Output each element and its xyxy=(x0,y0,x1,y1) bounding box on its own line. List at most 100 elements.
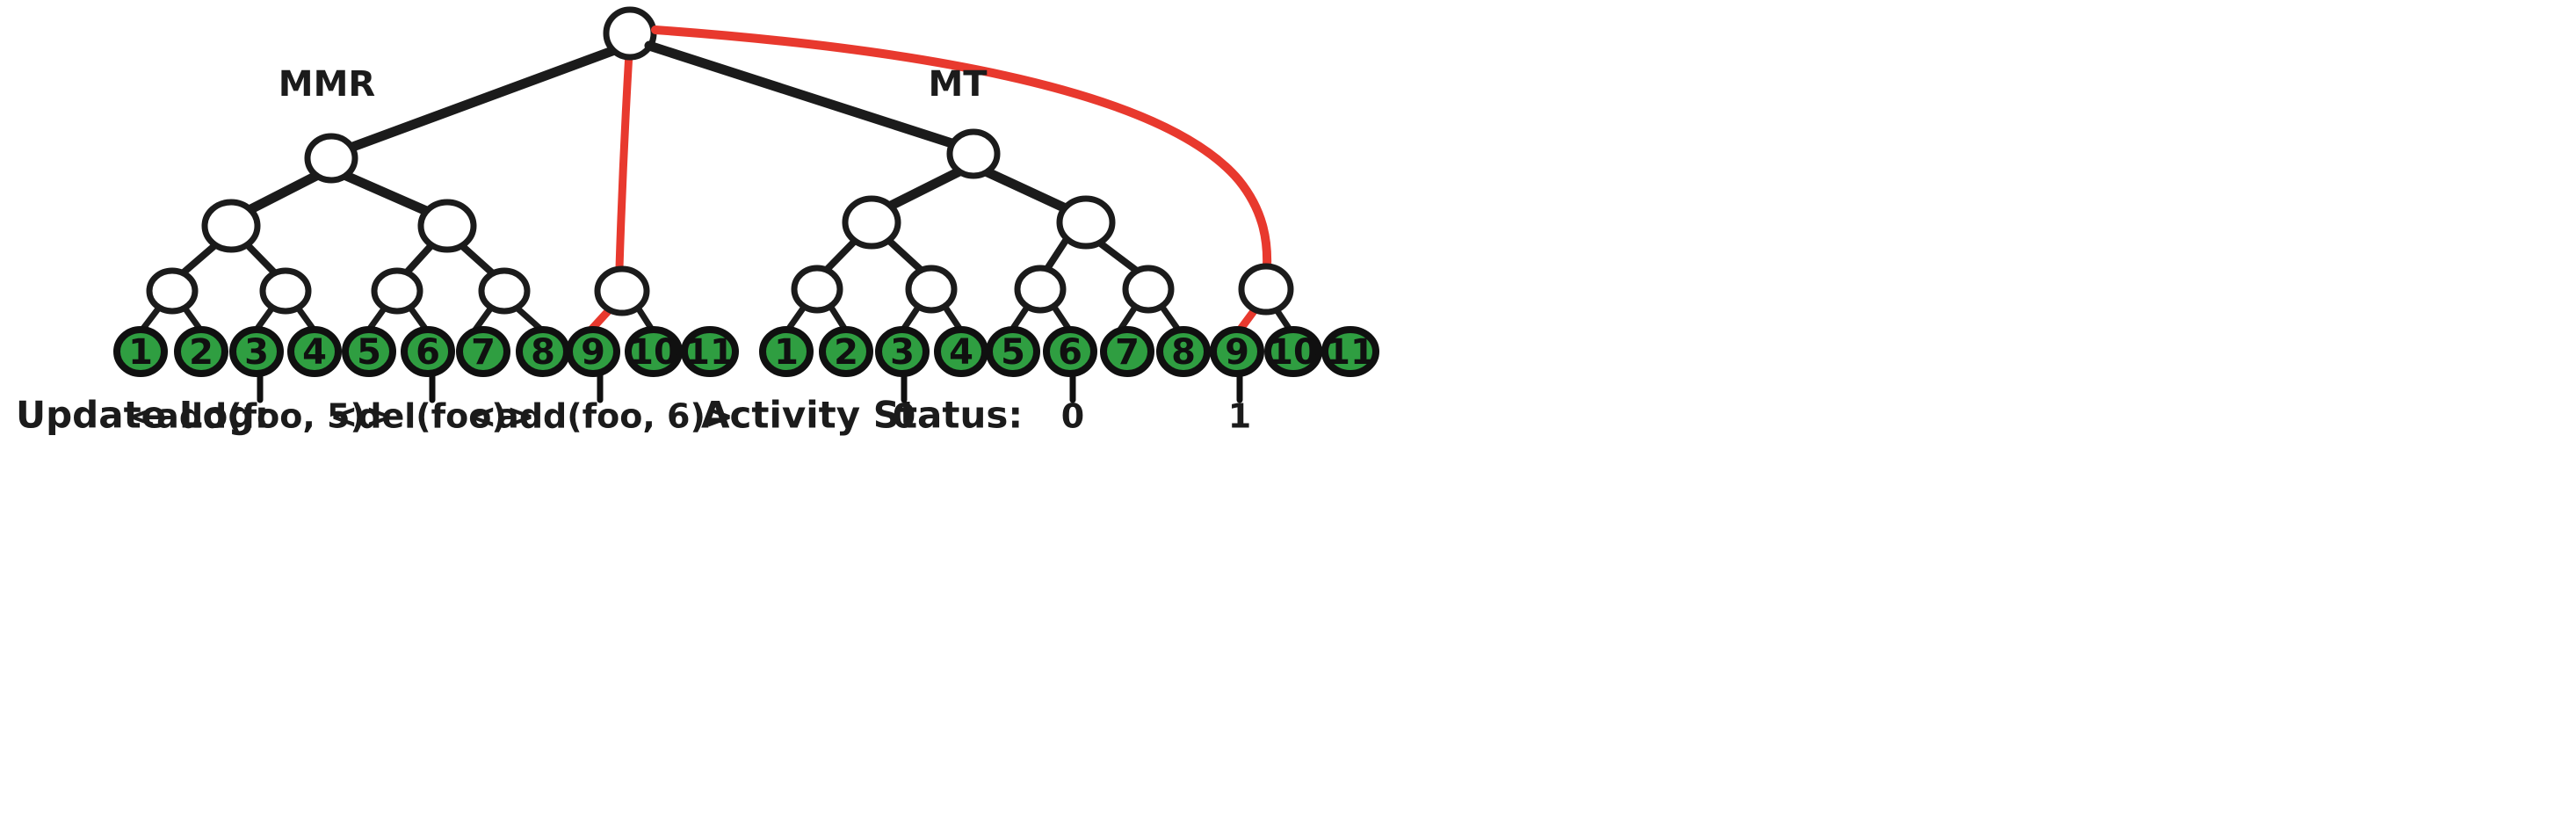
leaf-left-4[interactable]: 4 xyxy=(287,326,342,377)
leaf-left-9-label: 9 xyxy=(581,332,605,373)
leaf-left-6-label: 6 xyxy=(416,332,440,373)
leaf-right-4-label: 4 xyxy=(949,332,973,373)
activity-status-group: Activity Status: 0 0 1 xyxy=(701,371,1251,437)
tree-label-mmr: MMR xyxy=(279,64,375,105)
update-log-entry-0: <add(foo, 5)> xyxy=(128,397,393,436)
left-tree-leaves: 1 2 3 4 5 6 7 xyxy=(113,326,739,377)
edge-rr2-to-leaf4 xyxy=(941,302,964,333)
edge-rr1-to-leaf1 xyxy=(785,302,808,333)
leaf-left-1[interactable]: 1 xyxy=(113,326,168,377)
edge-ll5-to-leaf10 xyxy=(634,304,655,333)
leaf-right-6-label: 6 xyxy=(1058,332,1082,373)
node-left-ll5 xyxy=(594,265,650,316)
activity-status-value-1: 0 xyxy=(1061,397,1084,436)
edge-rr1-to-leaf2 xyxy=(827,302,849,333)
leaf-left-3-label: 3 xyxy=(244,332,269,373)
left-tree-edges xyxy=(139,43,655,333)
leaf-left-8[interactable]: 8 xyxy=(516,326,570,377)
leaf-right-11-label: 11 xyxy=(1326,332,1375,373)
edge-ll4-to-leaf7 xyxy=(472,304,495,333)
edge-root-to-right-internal xyxy=(644,40,976,155)
activity-status-caption: Activity Status: xyxy=(701,394,1023,437)
leaf-left-10-label: 10 xyxy=(629,332,678,373)
leaf-left-5-label: 5 xyxy=(357,332,381,373)
leaf-right-6[interactable]: 6 xyxy=(1043,326,1097,377)
node-right-rr3 xyxy=(1014,265,1067,314)
node-right-r1 xyxy=(842,195,901,250)
left-tree-nodes xyxy=(146,133,650,316)
node-left-l2 xyxy=(417,199,477,253)
edge-red-root-to-rr5 xyxy=(651,25,1272,272)
edge-red-root-to-ll5 xyxy=(615,48,633,272)
leaf-right-1[interactable]: 1 xyxy=(759,326,814,377)
leaf-right-8[interactable]: 8 xyxy=(1156,326,1211,377)
root-node[interactable] xyxy=(603,6,657,61)
leaf-right-9-label: 9 xyxy=(1225,332,1249,373)
leaf-right-7[interactable]: 7 xyxy=(1100,326,1154,377)
edge-rr2-to-leaf3 xyxy=(900,302,923,333)
node-left-internal xyxy=(304,133,358,184)
edge-ll2-to-leaf4 xyxy=(294,304,317,333)
edge-ll3-to-leaf6 xyxy=(407,304,430,333)
leaf-right-9[interactable]: 9 xyxy=(1210,326,1264,377)
leaf-right-10-label: 10 xyxy=(1269,332,1318,373)
leaf-right-1-label: 1 xyxy=(774,332,799,373)
leaf-right-2-label: 2 xyxy=(834,332,858,373)
leaf-left-11[interactable]: 11 xyxy=(681,326,739,377)
edge-rr3-to-leaf5 xyxy=(1009,302,1031,333)
leaf-left-1-label: 1 xyxy=(128,332,153,373)
leaf-right-3[interactable]: 3 xyxy=(875,326,930,377)
node-right-rr5 xyxy=(1238,263,1294,316)
leaf-right-2[interactable]: 2 xyxy=(819,326,873,377)
node-right-rr2 xyxy=(905,265,958,314)
node-left-l1 xyxy=(201,199,261,253)
leaf-left-8-label: 8 xyxy=(531,332,555,373)
edge-root-to-left-internal xyxy=(329,43,625,159)
edge-rr4-to-leaf7 xyxy=(1117,302,1140,333)
update-log-group: Update Log: <add(foo, 5)> <del(foo)> <ad… xyxy=(16,371,734,437)
node-left-ll1 xyxy=(146,267,199,315)
edge-ll3-to-leaf5 xyxy=(365,304,388,333)
update-log-entry-1: <del(foo)> xyxy=(329,397,534,436)
leaf-right-5-label: 5 xyxy=(1001,332,1025,373)
leaf-right-3-label: 3 xyxy=(890,332,915,373)
leaf-left-7[interactable]: 7 xyxy=(456,326,510,377)
edge-ll1-to-leaf2 xyxy=(181,304,204,333)
leaf-right-5[interactable]: 5 xyxy=(986,326,1040,377)
leaf-left-2-label: 2 xyxy=(189,332,213,373)
edge-ll2-to-leaf3 xyxy=(253,304,276,333)
update-log-entry-2: <add(foo, 6)> xyxy=(468,397,733,436)
node-left-ll4 xyxy=(478,267,531,315)
node-left-ll2 xyxy=(259,267,312,315)
leaf-right-10[interactable]: 10 xyxy=(1264,326,1322,377)
update-log-caption: Update Log: xyxy=(16,394,269,437)
node-right-internal xyxy=(946,128,1001,179)
leaf-right-7-label: 7 xyxy=(1115,332,1140,373)
activity-status-value-0: 0 xyxy=(893,397,915,436)
leaf-left-5[interactable]: 5 xyxy=(342,326,396,377)
node-left-ll3 xyxy=(371,267,423,315)
edge-ll1-to-leaf1 xyxy=(139,304,163,333)
node-right-rr4 xyxy=(1122,265,1175,314)
leaf-left-2[interactable]: 2 xyxy=(174,326,228,377)
leaf-left-6[interactable]: 6 xyxy=(401,326,455,377)
edge-rr4-to-leaf8 xyxy=(1158,302,1182,333)
edge-rr3-to-leaf6 xyxy=(1050,302,1073,333)
node-right-rr1 xyxy=(791,265,843,314)
leaf-left-10[interactable]: 10 xyxy=(625,326,683,377)
leaf-right-4[interactable]: 4 xyxy=(934,326,988,377)
leaf-left-11-label: 11 xyxy=(685,332,734,373)
right-tree-leaves: 1 2 3 4 5 6 7 xyxy=(759,326,1379,377)
edge-ll4-to-leaf8 xyxy=(513,304,545,333)
leaf-left-4-label: 4 xyxy=(302,332,327,373)
tree-label-mt: MT xyxy=(928,64,988,105)
right-tree-nodes xyxy=(791,128,1294,316)
leaf-right-11[interactable]: 11 xyxy=(1321,326,1379,377)
leaf-right-8-label: 8 xyxy=(1171,332,1196,373)
leaf-left-3[interactable]: 3 xyxy=(229,326,284,377)
activity-status-value-2: 1 xyxy=(1228,397,1251,436)
leaf-left-9[interactable]: 9 xyxy=(566,326,620,377)
leaf-left-7-label: 7 xyxy=(471,332,496,373)
